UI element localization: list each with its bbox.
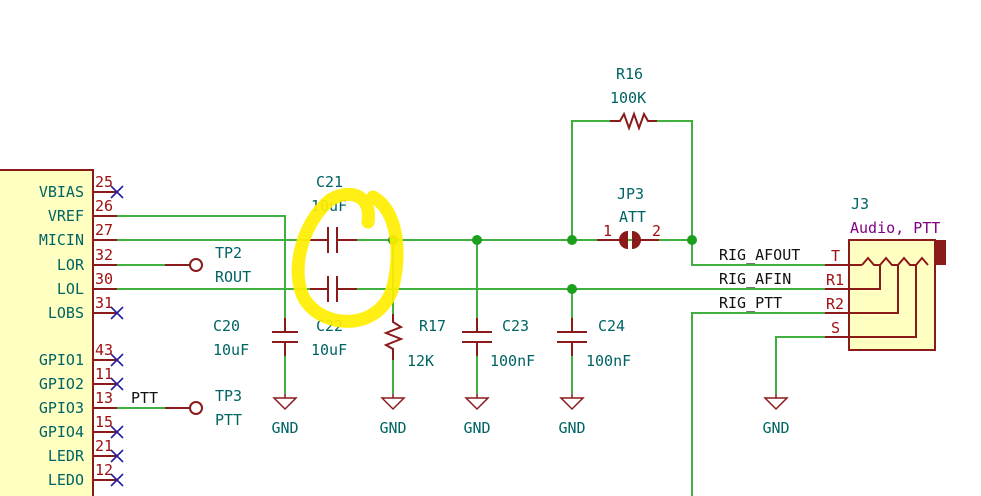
j3-pin-s: S [831, 319, 840, 337]
c20-value: 10uF [213, 341, 249, 359]
pin-name: VREF [48, 207, 84, 225]
pin-number: 25 [95, 173, 113, 191]
ground-icon [380, 394, 406, 411]
j3-ref: J3 [851, 195, 869, 213]
pin-name: GPIO3 [39, 399, 84, 417]
highlight-annotation [291, 187, 404, 328]
capacitor-c21 [310, 227, 357, 253]
wire-rig-afout [657, 120, 825, 266]
connector-j3 [825, 239, 946, 351]
c22-value: 10uF [311, 341, 347, 359]
ground-icon [272, 394, 298, 411]
pin-name: VBIAS [39, 183, 84, 201]
junction-dot [567, 235, 577, 245]
pin-name: GPIO1 [39, 351, 84, 369]
pin-number: 21 [95, 437, 113, 455]
jp3-pin1: 1 [603, 222, 612, 240]
wire-vref [117, 215, 286, 322]
junction-dot [567, 284, 577, 294]
pin-number: 13 [95, 389, 113, 407]
r16-value: 100K [610, 89, 646, 107]
gnd-label: GND [463, 419, 490, 437]
jumper-jp3[interactable] [597, 231, 659, 249]
no-connect-icon [110, 449, 124, 463]
r17-ref: R17 [419, 317, 446, 335]
wire-sleeve [775, 336, 825, 394]
gnd-label: GND [558, 419, 585, 437]
capacitor-c22 [310, 276, 357, 302]
no-connect-icon [110, 353, 124, 367]
testpoint-tp2 [189, 258, 203, 272]
wire-rig-ptt [691, 312, 825, 496]
no-connect-icon [110, 377, 124, 391]
jp3-pin2: 2 [652, 222, 661, 240]
r17-value: 12K [407, 352, 434, 370]
c24-value: 100nF [586, 352, 631, 370]
tp3-value: PTT [215, 411, 242, 429]
c23-ref: C23 [502, 317, 529, 335]
ground-icon [559, 394, 585, 411]
c21-ref: C21 [316, 173, 343, 191]
c20-ref: C20 [213, 317, 240, 335]
no-connect-icon [110, 306, 124, 320]
j3-value: Audio, PTT [850, 219, 940, 237]
tp3-ref: TP3 [215, 387, 242, 405]
gnd-label: GND [762, 419, 789, 437]
pin-name: GPIO2 [39, 375, 84, 393]
gnd-label: GND [271, 419, 298, 437]
pin-number: 32 [95, 246, 113, 264]
c23-value: 100nF [490, 352, 535, 370]
pin-name: LOL [57, 280, 84, 298]
pin-number: 11 [95, 365, 113, 383]
net-label-rig-ptt: RIG_PTT [719, 294, 782, 312]
pin-name: LEDO [48, 471, 84, 489]
testpoint-tp3 [189, 401, 203, 415]
tp2-value: ROUT [215, 268, 251, 286]
resistor-r16 [610, 111, 657, 131]
pin-number: 12 [95, 461, 113, 479]
net-label-ptt: PTT [131, 389, 158, 407]
net-label-rig-afin: RIG_AFIN [719, 270, 791, 288]
no-connect-icon [110, 425, 124, 439]
j3-pin-t: T [831, 247, 840, 265]
capacitor-c20 [272, 318, 298, 356]
jp3-ref: JP3 [617, 185, 644, 203]
j3-pin-r2: R2 [826, 295, 844, 313]
capacitor-c24 [557, 318, 587, 356]
no-connect-icon [110, 473, 124, 487]
pin-name: LOBS [48, 304, 84, 322]
junction-dot [472, 235, 482, 245]
j3-pin-r1: R1 [826, 271, 844, 289]
pin-number: 27 [95, 221, 113, 239]
jp3-value: ATT [619, 208, 646, 226]
no-connect-icon [110, 185, 124, 199]
pin-name: GPIO4 [39, 423, 84, 441]
r16-ref: R16 [616, 65, 643, 83]
net-label-rig-afout: RIG_AFOUT [719, 246, 800, 264]
pin-number: 30 [95, 270, 113, 288]
pin-name: MICIN [39, 231, 84, 249]
ground-icon [464, 394, 490, 411]
pin-number: 43 [95, 341, 113, 359]
gnd-label: GND [379, 419, 406, 437]
ground-icon [763, 394, 789, 411]
capacitor-c23 [462, 318, 492, 356]
pin-name: LEDR [48, 447, 85, 465]
pin-name: LOR [57, 256, 85, 274]
ic-body [0, 169, 94, 496]
junction-dot [687, 235, 697, 245]
pin-number: 15 [95, 413, 113, 431]
c24-ref: C24 [598, 317, 625, 335]
tp2-ref: TP2 [215, 244, 242, 262]
pin-number: 26 [95, 197, 113, 215]
resistor-r17 [383, 314, 404, 360]
pin-number: 31 [95, 294, 113, 312]
